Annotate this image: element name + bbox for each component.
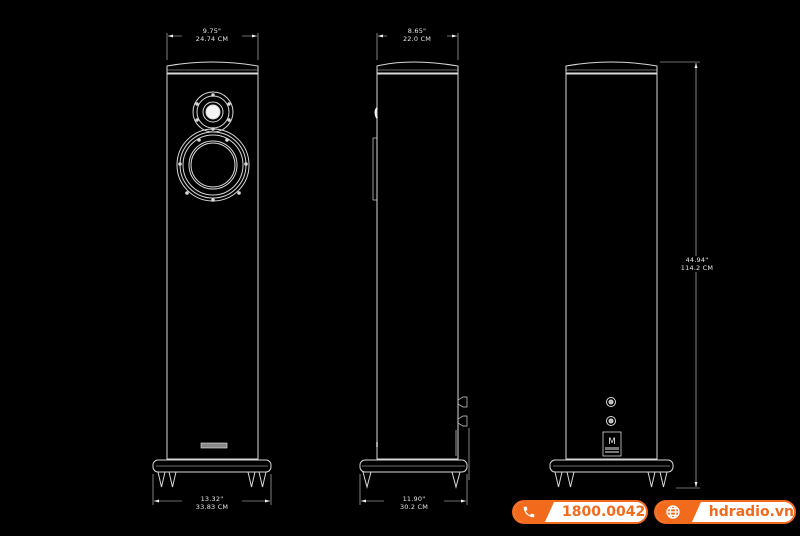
globe-icon: [656, 502, 701, 522]
phone-badge[interactable]: 1800.0042: [512, 500, 648, 524]
side-base-width-inch: 11.90": [402, 495, 426, 503]
front-base-dimension: 13.32" 33.83 CM: [182, 495, 242, 511]
front-view: [152, 33, 272, 505]
side-top-dimension: 8.65" 22.0 CM: [387, 27, 447, 43]
rear-height-dimension: 44.94" 114.2 CM: [680, 256, 714, 272]
rear-height-cm: 114.2 CM: [680, 264, 714, 272]
website-badge[interactable]: hdradio.vn: [654, 500, 796, 524]
front-base-width-cm: 33.83 CM: [195, 503, 229, 511]
front-top-width-inch: 9.75": [202, 27, 222, 35]
phone-number[interactable]: 1800.0042: [562, 504, 646, 520]
side-base-width-cm: 30.2 CM: [399, 503, 429, 511]
rear-view: M: [549, 61, 700, 489]
rear-height-inch: 44.94": [685, 256, 709, 264]
svg-text:M: M: [608, 437, 616, 447]
side-top-width-inch: 8.65": [407, 27, 427, 35]
front-top-width-cm: 24.74 CM: [195, 35, 229, 43]
website-link[interactable]: hdradio.vn: [708, 504, 794, 520]
front-top-dimension: 9.75" 24.74 CM: [182, 27, 242, 43]
side-view: [359, 33, 470, 505]
front-base-width-inch: 13.32": [200, 495, 224, 503]
phone-icon: [514, 502, 554, 522]
brand-plate: [200, 442, 228, 449]
side-top-width-cm: 22.0 CM: [402, 35, 432, 43]
side-base-dimension: 11.90" 30.2 CM: [384, 495, 444, 511]
